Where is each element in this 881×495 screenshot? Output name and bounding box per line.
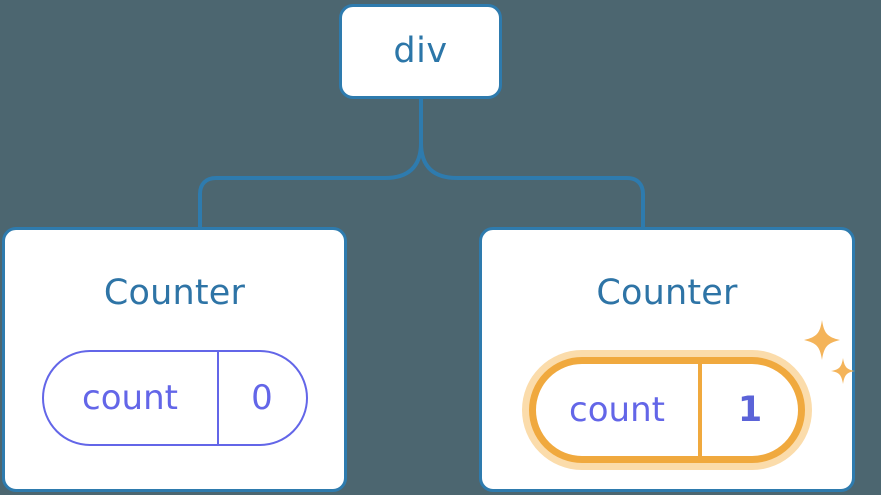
state-key-cell: count — [536, 364, 702, 456]
counter-right-title: Counter — [596, 273, 738, 313]
counter-left-title: Counter — [103, 273, 246, 313]
counter-left-state-wrap: count 0 — [5, 350, 344, 446]
node-root-label: div — [393, 31, 448, 71]
state-value-label: 1 — [737, 389, 763, 430]
state-pill-highlight-glow: count 1 — [522, 350, 812, 470]
node-counter-left[interactable]: Counter count 0 — [2, 227, 347, 492]
state-key-label: count — [569, 390, 665, 430]
node-counter-right[interactable]: Counter count 1 — [479, 227, 855, 492]
node-root-div[interactable]: div — [339, 4, 502, 99]
connector-left-branch — [198, 142, 423, 228]
state-value-cell: 1 — [702, 364, 798, 456]
state-value-label: 0 — [251, 378, 273, 418]
state-pill-count-1[interactable]: count 1 — [529, 357, 805, 463]
state-key-cell: count — [44, 352, 219, 444]
state-pill-count-0[interactable]: count 0 — [41, 350, 308, 446]
state-value-cell: 0 — [219, 352, 306, 444]
counter-right-state-wrap: count 1 — [482, 350, 852, 470]
connector-right-branch — [419, 142, 645, 228]
state-key-label: count — [82, 378, 178, 418]
